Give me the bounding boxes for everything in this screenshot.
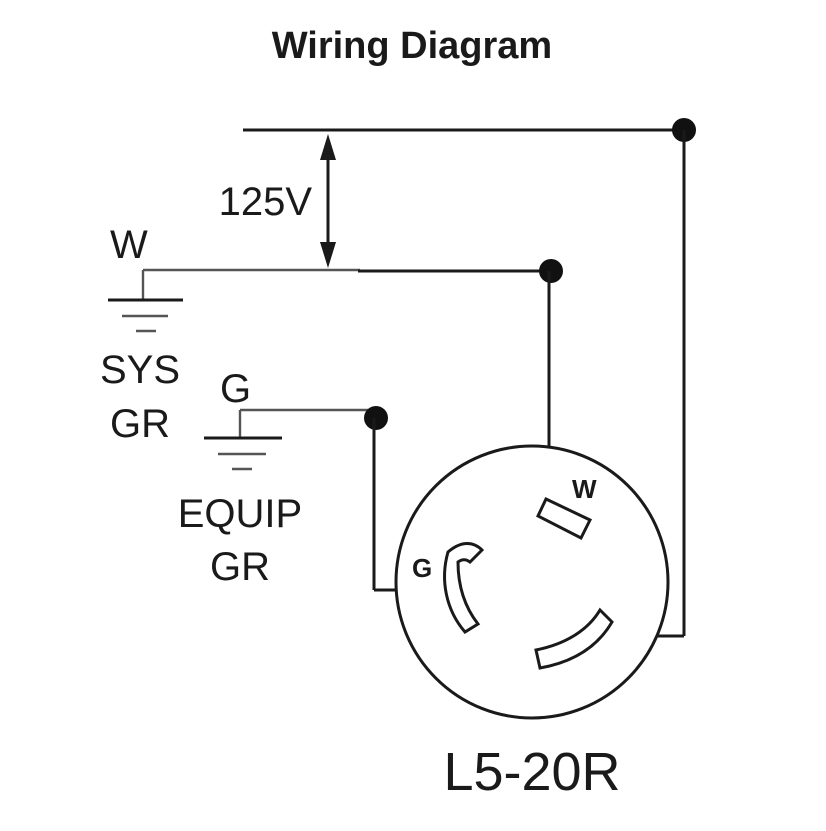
receptacle-model-label: L5-20R xyxy=(443,742,620,802)
voltage-arrow-head-down xyxy=(320,242,336,268)
terminal-g-label: G xyxy=(412,553,432,583)
equip-gr-label-line2: GR xyxy=(210,545,270,589)
equip-gr-label-line1: EQUIP xyxy=(178,492,302,536)
sys-gr-label-line1: SYS xyxy=(100,348,180,392)
hot-slot xyxy=(534,607,614,670)
voltage-label: 125V xyxy=(219,180,313,224)
voltage-arrow-head-up xyxy=(320,134,336,160)
equipment-ground-icon xyxy=(204,410,282,471)
system-ground-icon xyxy=(108,270,183,333)
receptacle-face xyxy=(394,444,670,720)
neutral-slot xyxy=(536,496,593,541)
sys-gr-label-line2: GR xyxy=(110,402,170,446)
g-wire-label: G xyxy=(220,367,251,411)
neutral-junction-dot xyxy=(539,259,563,283)
w-wire-label: W xyxy=(110,223,148,267)
ground-junction-dot xyxy=(364,406,388,430)
diagram-title: Wiring Diagram xyxy=(272,25,552,67)
ground-slot xyxy=(443,542,485,634)
terminal-w-label: W xyxy=(572,474,597,504)
